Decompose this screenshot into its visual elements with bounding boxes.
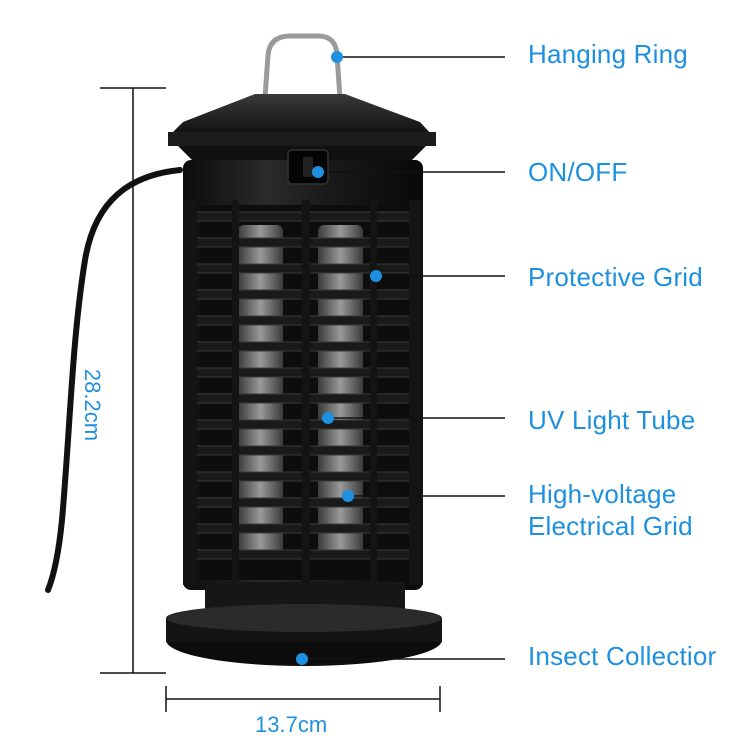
high-voltage-grid-dot xyxy=(342,490,354,502)
high-voltage-label-line2: Electrical Grid xyxy=(528,511,693,541)
high-voltage-label-line1: High-voltage xyxy=(528,479,677,509)
insect-collection-tray xyxy=(166,582,442,666)
width-dimension-label: 13.7cm xyxy=(255,712,328,737)
callout-dots xyxy=(296,51,382,665)
height-dimension-label: 28.2cm xyxy=(80,368,106,442)
protective-grid-dot xyxy=(370,270,382,282)
power-cord xyxy=(45,167,183,593)
hanging-ring-shape xyxy=(262,33,343,99)
protective-grid-label: Protective Grid xyxy=(528,262,703,292)
lamp-body xyxy=(183,149,423,590)
hanging-ring-label: Hanging Ring xyxy=(528,39,688,69)
insect-collection-label: Insect Collectior xyxy=(528,641,717,671)
uv-light-tube-dot xyxy=(322,412,334,424)
callout-lines xyxy=(302,56,505,660)
on-off-label: ON/OFF xyxy=(528,157,628,187)
on-off-dot xyxy=(312,166,324,178)
dimension-lines xyxy=(100,87,441,712)
hanging-ring-dot xyxy=(331,51,343,63)
insect-collection-dot xyxy=(296,653,308,665)
uv-light-tube-label: UV Light Tube xyxy=(528,405,696,435)
